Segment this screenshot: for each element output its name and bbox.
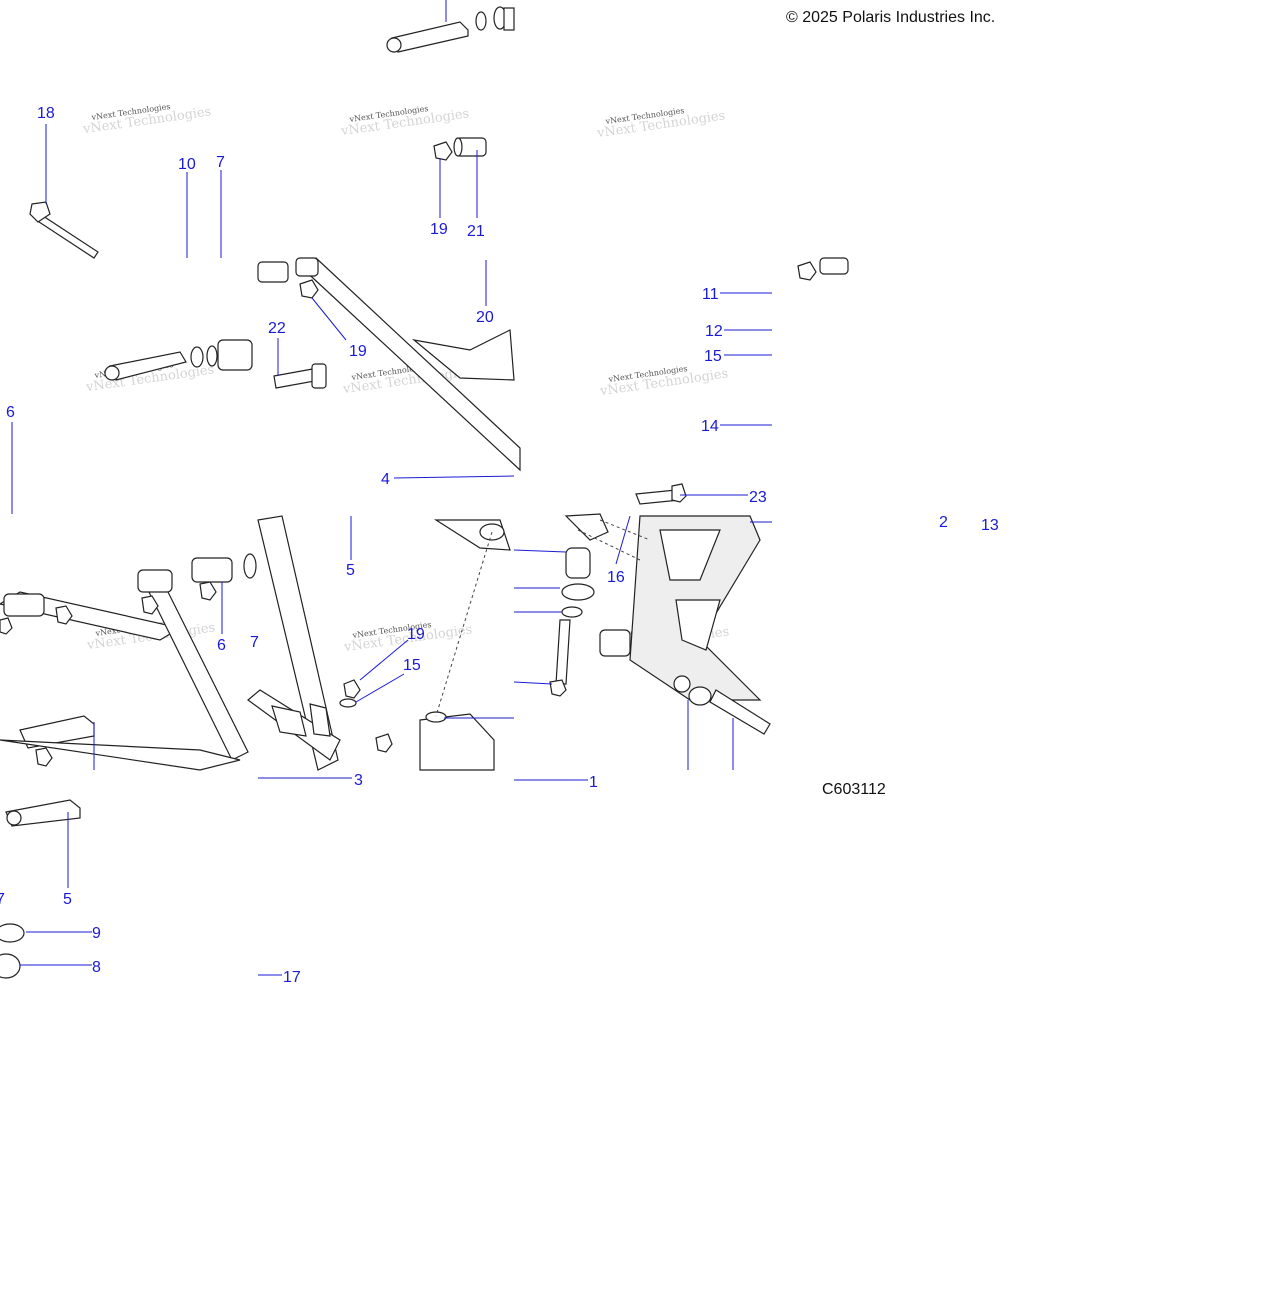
callout-9: 9	[92, 925, 101, 942]
watermarks: vNext Technologies vNext Technologies vN…	[81, 102, 730, 657]
callout-23: 23	[749, 489, 767, 506]
diagram-code: C603112	[822, 781, 886, 798]
callout-3: 3	[354, 772, 363, 789]
pin-spacers-middle-left	[104, 339, 253, 381]
leader-lines	[11, 0, 772, 976]
upper-control-arm	[257, 257, 521, 472]
callouts: 18 10 7 19 21 11 12 15 14 22 19 20 6 4 2…	[0, 105, 999, 986]
callout-19: 19	[407, 626, 425, 643]
callout-22: 22	[268, 320, 286, 337]
callout-15: 15	[403, 657, 421, 674]
part-drawings	[0, 6, 849, 979]
callout-19: 19	[349, 343, 367, 360]
assembly-guides	[435, 519, 651, 717]
callout-20: 20	[476, 309, 494, 326]
callout-17: 17	[283, 969, 301, 986]
callout-7: 7	[0, 891, 5, 908]
top-pin-assembly	[386, 6, 515, 53]
callout-18: 18	[37, 105, 55, 122]
callout-12: 12	[705, 323, 723, 340]
callout-4: 4	[381, 471, 390, 488]
callout-6: 6	[6, 404, 15, 421]
callout-19: 19	[430, 221, 448, 238]
nut-bushing-19-21	[433, 137, 487, 161]
copyright-notice: © 2025 Polaris Industries Inc.	[786, 9, 996, 26]
nut-bushing-right	[797, 257, 849, 281]
callout-7: 7	[250, 634, 259, 651]
lower-a-arm	[0, 553, 257, 771]
callout-2: 2	[939, 514, 948, 531]
callout-6: 6	[217, 637, 226, 654]
shock-spindle	[247, 515, 511, 771]
callout-10: 10	[178, 156, 196, 173]
callout-1: 1	[589, 774, 598, 791]
callout-16: 16	[607, 569, 625, 586]
bottom-left-pin-assembly	[0, 799, 81, 979]
bolt-18	[29, 201, 99, 259]
callout-5: 5	[346, 562, 355, 579]
callout-8: 8	[92, 959, 101, 976]
callout-5: 5	[63, 891, 72, 908]
callout-13: 13	[981, 517, 999, 534]
right-knuckle	[549, 483, 771, 735]
callout-14: 14	[701, 418, 719, 435]
callout-21: 21	[467, 223, 485, 240]
callout-15: 15	[704, 348, 722, 365]
callout-7: 7	[216, 154, 225, 171]
callout-11: 11	[702, 286, 719, 303]
